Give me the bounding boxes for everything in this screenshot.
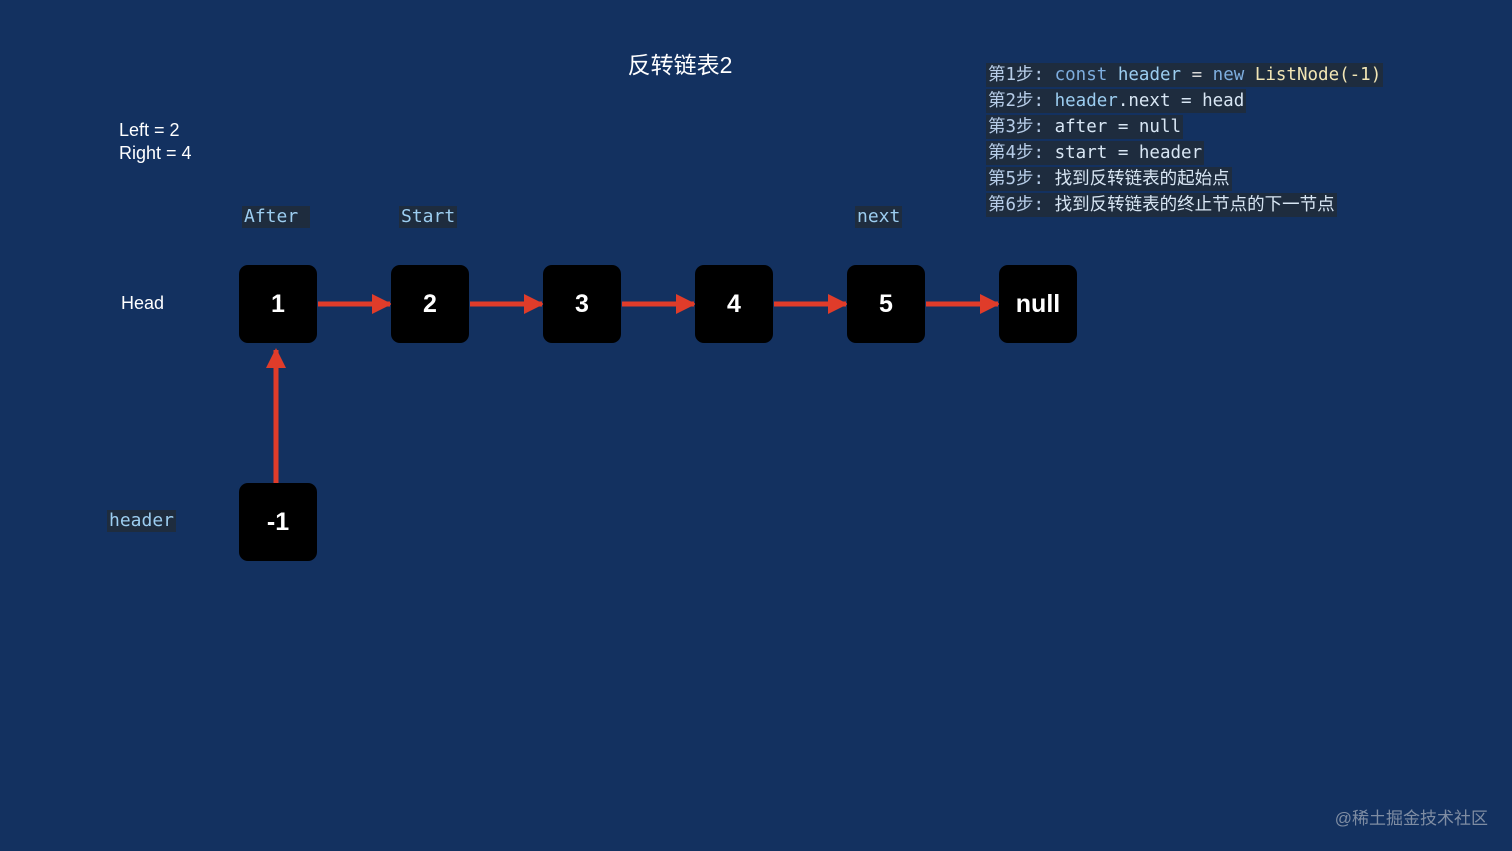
step-code: 第1步: const header = new ListNode(-1)	[986, 63, 1384, 87]
step-token	[1107, 65, 1118, 85]
step-code: 第3步: after = null	[986, 115, 1184, 139]
header-label: header	[107, 510, 177, 532]
step-token: after = null	[1054, 117, 1182, 137]
step-token: ListNode(-1)	[1254, 65, 1382, 85]
right-param: Right = 4	[119, 143, 192, 163]
step-line-3: 第3步: after = null	[986, 115, 1383, 141]
list-node-4: 4	[695, 265, 773, 343]
step-token: .next = head	[1117, 91, 1245, 111]
step-line-5: 第5步: 找到反转链表的起始点	[986, 167, 1383, 193]
step-code: 第2步: header.next = head	[986, 89, 1247, 113]
step-prefix: 第1步:	[988, 65, 1055, 85]
step-prefix: 第4步:	[988, 143, 1055, 163]
watermark: @稀土掘金技术社区	[1334, 809, 1488, 828]
list-node-1: 1	[239, 265, 317, 343]
step-code: 第5步: 找到反转链表的起始点	[986, 167, 1232, 191]
step-token: header	[1054, 91, 1118, 111]
start-pointer-label: Start	[399, 206, 458, 228]
next-pointer-label: next	[855, 206, 903, 228]
step-prefix: 第5步:	[988, 169, 1055, 189]
after-pointer-label: After	[242, 206, 311, 228]
head-label: Head	[121, 293, 165, 313]
step-token: header	[1117, 65, 1182, 85]
step-token: start = header	[1054, 143, 1203, 163]
steps-list: 第1步: const header = new ListNode(-1)第2步:…	[986, 63, 1384, 219]
step-line-2: 第2步: header.next = head	[986, 89, 1383, 115]
params-block: Left = 2 Right = 4	[119, 119, 192, 165]
left-param: Left = 2	[119, 120, 180, 140]
step-line-4: 第4步: start = header	[986, 141, 1383, 167]
list-node-3: 3	[543, 265, 621, 343]
step-prefix: 第6步:	[988, 195, 1055, 215]
dummy-header-node: -1	[239, 483, 317, 561]
step-line-1: 第1步: const header = new ListNode(-1)	[986, 63, 1384, 89]
step-line-6: 第6步: 找到反转链表的终止节点的下一节点	[986, 193, 1383, 219]
step-token	[1244, 65, 1255, 85]
list-node-null: null	[999, 265, 1077, 343]
step-token: 找到反转链表的起始点	[1054, 169, 1230, 189]
step-code: 第4步: start = header	[986, 141, 1205, 165]
step-prefix: 第3步:	[988, 117, 1055, 137]
diagram-title: 反转链表2	[627, 52, 733, 78]
step-prefix: 第2步:	[988, 91, 1055, 111]
step-token: =	[1181, 65, 1213, 85]
step-token: 找到反转链表的终止节点的下一节点	[1054, 195, 1335, 215]
step-token: const	[1054, 65, 1108, 85]
list-node-5: 5	[847, 265, 925, 343]
step-token: new	[1212, 65, 1245, 85]
step-code: 第6步: 找到反转链表的终止节点的下一节点	[986, 193, 1337, 217]
list-node-2: 2	[391, 265, 469, 343]
